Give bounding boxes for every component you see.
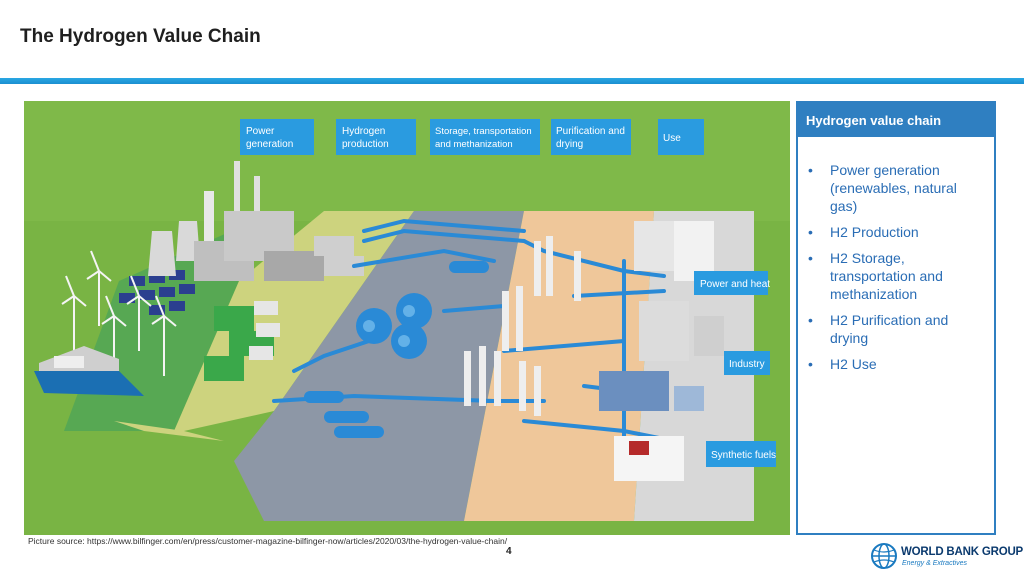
bullet-icon: •	[808, 356, 813, 372]
svg-text:Purification and: Purification and	[556, 126, 625, 137]
globe-icon	[871, 543, 897, 569]
stage-label-power-generation: Power generation	[240, 119, 314, 155]
slide-title: The Hydrogen Value Chain	[20, 26, 261, 47]
purification-columns	[464, 236, 581, 416]
page-number: 4	[506, 546, 512, 557]
stage-label-storage: Storage, transportation and methanizatio…	[430, 119, 540, 155]
svg-text:Hydrogen: Hydrogen	[342, 126, 385, 137]
use-label-power-and-heat: Power and heat	[694, 271, 770, 295]
bullet-icon: •	[808, 312, 813, 328]
stage-label-purification: Purification and drying	[551, 119, 631, 155]
svg-text:Synthetic fuels: Synthetic fuels	[711, 450, 776, 461]
list-item: • H2 Production	[802, 223, 984, 241]
bullet-icon: •	[808, 162, 813, 178]
list-item: • H2 Purification and drying	[802, 311, 984, 347]
stage-label-use: Use	[658, 119, 704, 155]
list-item: • H2 Use	[802, 355, 984, 373]
list-item-text: H2 Purification and drying	[830, 312, 949, 346]
bullet-icon: •	[808, 250, 813, 266]
tanker-trucks	[304, 261, 489, 438]
svg-text:Power: Power	[246, 126, 275, 137]
panel-header: Hydrogen value chain	[798, 103, 994, 137]
panel-list: • Power generation (renewables, natural g…	[798, 137, 994, 373]
svg-text:generation: generation	[246, 139, 293, 150]
use-label-industry: Industry	[724, 351, 770, 375]
hydro-dam	[34, 346, 144, 396]
logo-name: WORLD BANK GROUP	[901, 546, 1024, 558]
title-rule	[0, 78, 1024, 84]
wind-turbines	[61, 250, 177, 376]
storage-spheres	[356, 293, 432, 359]
power-plant	[148, 161, 324, 281]
zone-purification	[464, 211, 654, 521]
list-item-text: Power generation (renewables, natural ga…	[830, 162, 957, 214]
svg-text:production: production	[342, 139, 389, 150]
svg-text:Industry: Industry	[729, 359, 765, 370]
svg-text:Power and heat: Power and heat	[700, 279, 770, 290]
list-item: • Power generation (renewables, natural g…	[802, 161, 984, 215]
value-chain-panel: Hydrogen value chain • Power generation (…	[796, 101, 996, 535]
svg-text:and methanization: and methanization	[435, 139, 513, 150]
use-labels: Power and heat Industry Synthetic fuels	[694, 271, 776, 467]
list-item-text: H2 Production	[830, 224, 919, 240]
svg-text:Use: Use	[663, 133, 681, 144]
svg-text:drying: drying	[556, 139, 583, 150]
value-chain-illustration: Power generation Hydrogen production Sto…	[24, 101, 790, 535]
bullet-icon: •	[808, 224, 813, 240]
picture-source: Picture source: https://www.bilfinger.co…	[28, 536, 508, 546]
list-item: • H2 Storage, transportation and methaniz…	[802, 249, 984, 303]
logo-subtitle: Energy & Extractives	[902, 560, 967, 567]
svg-text:Storage, transportation: Storage, transportation	[435, 126, 532, 137]
list-item-text: H2 Storage, transportation and methaniza…	[830, 250, 943, 302]
stage-label-hydrogen-production: Hydrogen production	[336, 119, 416, 155]
list-item-text: H2 Use	[830, 356, 877, 372]
use-label-synthetic-fuels: Synthetic fuels	[706, 441, 776, 467]
zone-storage	[234, 211, 524, 521]
electrolysers	[204, 236, 364, 381]
use-facilities	[599, 221, 724, 481]
world-bank-logo: WORLD BANK GROUP Energy & Extractives	[870, 542, 1023, 572]
solar-farm	[119, 270, 195, 315]
stage-labels: Power generation Hydrogen production Sto…	[240, 119, 704, 155]
